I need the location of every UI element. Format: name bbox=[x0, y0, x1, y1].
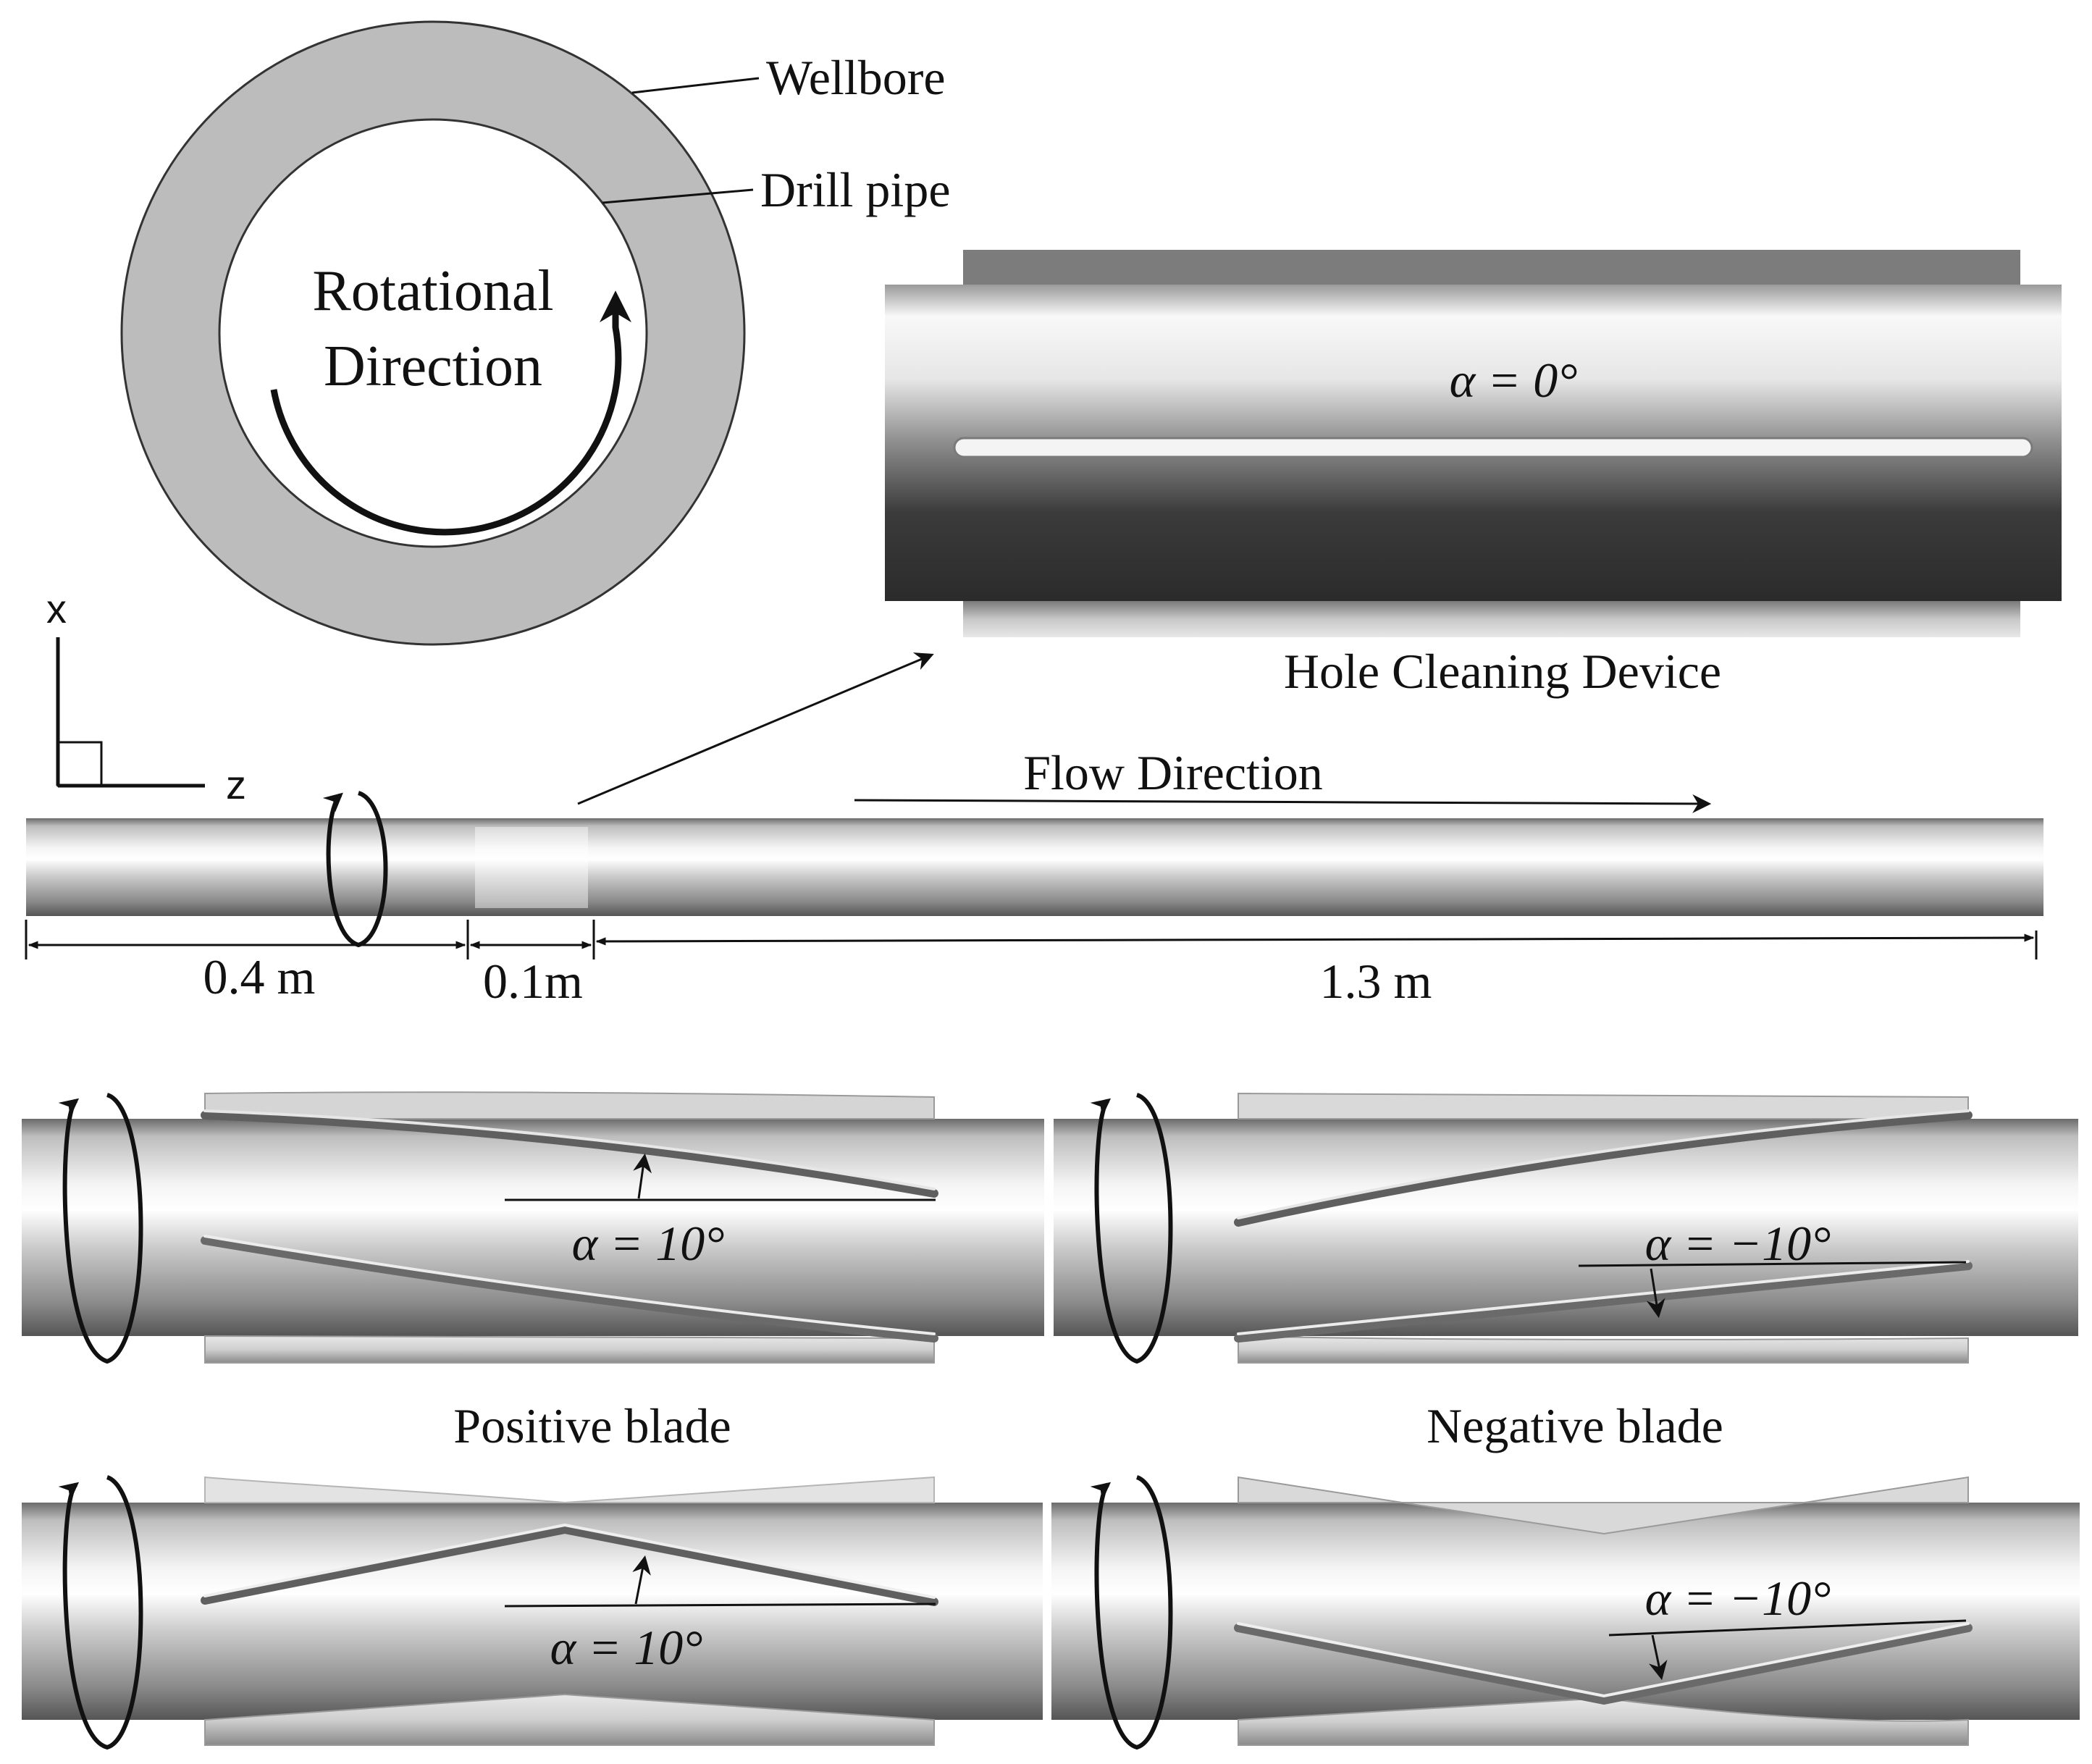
negative-chevron-angle-label: α = −10° bbox=[1645, 1571, 1831, 1626]
device-top-blade bbox=[963, 250, 2020, 285]
positive-straight-angle-label: α = 10° bbox=[572, 1216, 725, 1271]
flow-label: Flow Direction bbox=[1023, 745, 1323, 800]
negative-blade-caption: Negative blade bbox=[1427, 1398, 1723, 1453]
wellbore-label: Wellbore bbox=[766, 50, 946, 105]
dim-line-3 bbox=[595, 933, 2035, 946]
dim-label-1: 0.4 m bbox=[203, 949, 316, 1004]
wellbore-leader bbox=[631, 77, 760, 94]
z-axis-label: z bbox=[226, 762, 246, 807]
device-caption: Hole Cleaning Device bbox=[1284, 644, 1721, 699]
device-bottom-blade bbox=[963, 601, 2020, 637]
positive-chevron-angle-label: α = 10° bbox=[550, 1620, 703, 1675]
device-angle-label: α = 0° bbox=[1450, 353, 1578, 408]
negative-straight-angle-label: α = −10° bbox=[1645, 1216, 1831, 1271]
device-center-blade bbox=[953, 437, 2033, 458]
device-detail: α = 0° Hole Cleaning Device bbox=[577, 250, 2062, 805]
device-zoom-arrow bbox=[577, 652, 934, 805]
positive-blade-caption: Positive blade bbox=[453, 1398, 731, 1453]
dim-label-3: 1.3 m bbox=[1320, 954, 1432, 1009]
panel-negative-chevron: α = −10° bbox=[1051, 1475, 2080, 1750]
drill-pipe-circle bbox=[218, 118, 648, 548]
pipe-overview: Flow Direction 0.4 m 0.1m 1.3 m bbox=[25, 745, 2043, 1009]
rotation-arrow bbox=[270, 290, 631, 536]
drill-pipe-label: Drill pipe bbox=[760, 162, 951, 217]
overview-device-marker bbox=[475, 827, 588, 908]
coordinate-axes: x z bbox=[46, 586, 246, 807]
rotation-label-line1: Rotational bbox=[312, 259, 553, 323]
overview-pipe bbox=[26, 818, 2043, 916]
x-axis-label: x bbox=[46, 586, 67, 631]
dim-label-2: 0.1m bbox=[483, 954, 583, 1009]
cross-section: Rotational Direction Wellbore Drill pipe bbox=[120, 20, 951, 646]
flow-arrow bbox=[854, 794, 1712, 813]
panel-positive-straight: α = 10° bbox=[22, 1091, 1044, 1364]
panel-negative-straight: α = −10° bbox=[1054, 1092, 2078, 1364]
drill-pipe-leader bbox=[602, 188, 754, 204]
rotation-label-line2: Direction bbox=[324, 335, 542, 398]
panel-positive-chevron: α = 10° bbox=[22, 1475, 1043, 1750]
